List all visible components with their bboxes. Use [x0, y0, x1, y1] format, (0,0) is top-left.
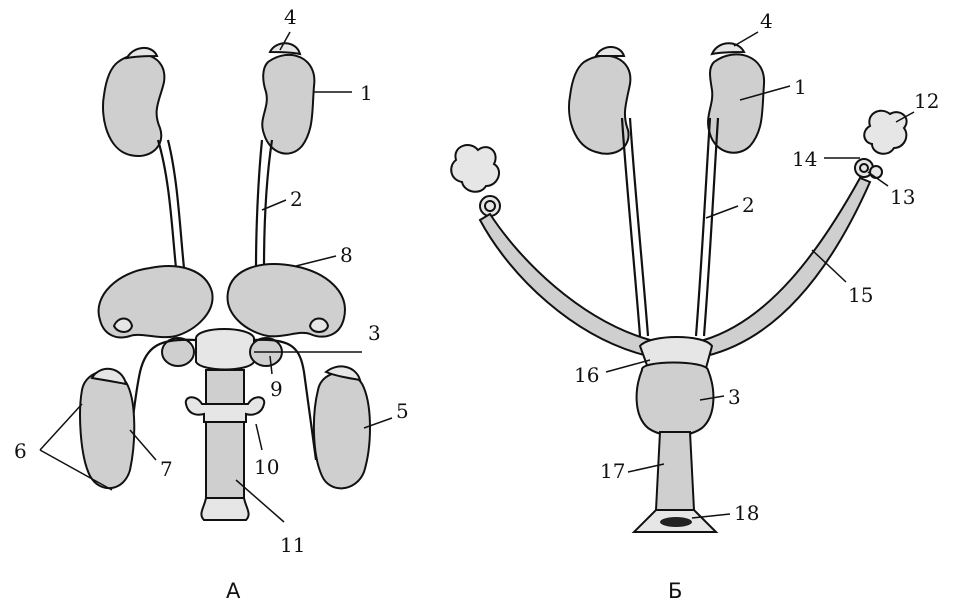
label-b-16: 16 [574, 363, 599, 387]
label-a-7: 7 [160, 457, 173, 481]
kidney-left-b [569, 47, 630, 154]
ureters-a [158, 140, 272, 268]
label-a-9: 9 [270, 377, 283, 401]
label-b-13: 13 [890, 185, 915, 209]
panel-b-caption: Б [668, 579, 682, 603]
label-a-5: 5 [396, 399, 409, 423]
label-b-18: 18 [734, 501, 759, 525]
label-a-3: 3 [368, 321, 381, 345]
label-a-8: 8 [340, 243, 353, 267]
label-b-4: 4 [760, 9, 773, 33]
kidney-right-a [262, 43, 314, 153]
oviducts-b [480, 178, 870, 356]
panel-b: 1 2 3 4 12 13 14 15 16 17 18 Б [451, 9, 939, 603]
panel-a-caption: А [226, 579, 241, 603]
label-b-17: 17 [600, 459, 625, 483]
label-b-14: 14 [792, 147, 817, 171]
label-a-2: 2 [290, 187, 303, 211]
label-a-11: 11 [280, 533, 305, 557]
label-a-6: 6 [14, 439, 27, 463]
panel-a: 1 2 3 4 5 6 7 8 9 10 11 А [14, 5, 409, 603]
urethra-a [186, 370, 264, 520]
label-a-1: 1 [360, 81, 373, 105]
ureters-b [622, 118, 718, 336]
label-b-12: 12 [914, 89, 939, 113]
label-b-1: 1 [794, 75, 807, 99]
bladder-b [637, 337, 714, 436]
seminal-vesicles-a [99, 264, 345, 337]
label-b-3: 3 [728, 385, 741, 409]
gonad-left-b [451, 145, 500, 216]
kidney-left-a [103, 48, 164, 156]
label-b-2: 2 [742, 193, 755, 217]
label-a-10: 10 [254, 455, 279, 479]
label-a-4: 4 [284, 5, 297, 29]
label-b-15: 15 [848, 283, 873, 307]
